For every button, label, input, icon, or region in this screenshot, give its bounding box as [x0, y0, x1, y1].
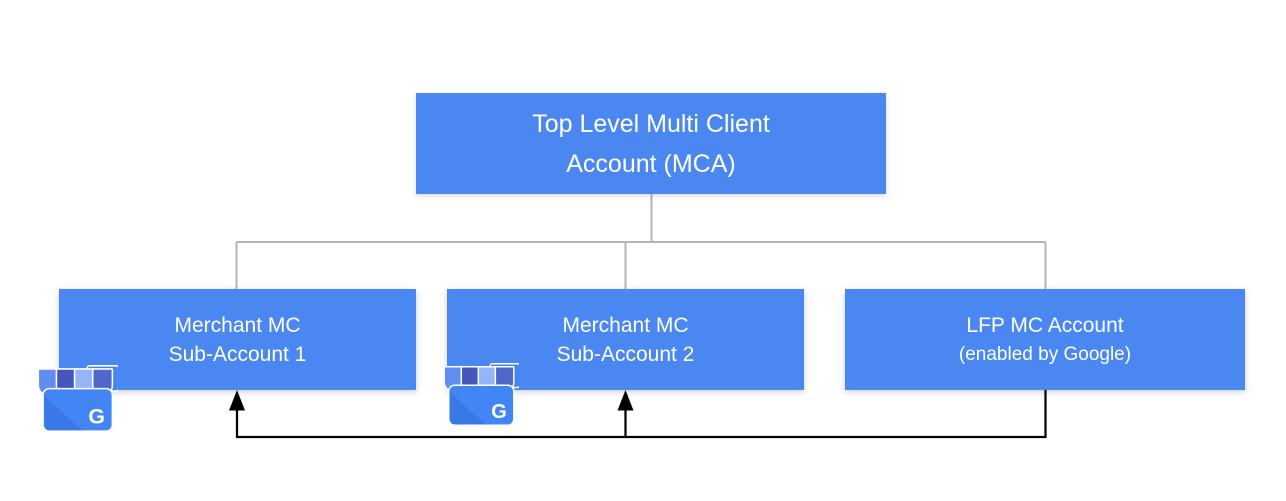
node-merchant2-line1: Merchant MC	[562, 313, 689, 337]
node-mca-line2: Account (MCA)	[566, 149, 736, 178]
node-merchant-sub-account-2: Merchant MC Sub-Account 2	[447, 289, 804, 390]
storefront-shade	[450, 392, 486, 425]
arrowhead-up-merchant2	[617, 390, 634, 411]
node-merchant-sub-account-1: Merchant MC Sub-Account 1	[59, 289, 416, 390]
node-merchant1-line1: Merchant MC	[174, 313, 301, 337]
node-mca-line1: Top Level Multi Client	[532, 109, 770, 138]
node-merchant1-line2: Sub-Account 1	[168, 342, 307, 366]
google-business-icon: G	[39, 365, 118, 432]
lfp-feed-arrow-line	[235, 390, 1047, 439]
node-lfp-line1: LFP MC Account	[966, 313, 1124, 337]
google-business-icon: G	[445, 363, 519, 426]
node-lfp-mc-account: LFP MC Account (enabled by Google)	[845, 289, 1245, 390]
arrowhead-up-merchant1	[229, 390, 245, 411]
storefront-shade	[44, 396, 83, 431]
node-lfp-line2: (enabled by Google)	[958, 343, 1132, 365]
node-merchant2-line2: Sub-Account 2	[556, 342, 695, 366]
node-mca: Top Level Multi Client Account (MCA)	[416, 93, 886, 194]
google-g-letter: G	[88, 404, 105, 428]
storefront-body	[447, 384, 515, 426]
storefront-body	[42, 387, 114, 432]
google-g-letter: G	[491, 401, 507, 423]
tree-connector-line	[235, 194, 1047, 289]
